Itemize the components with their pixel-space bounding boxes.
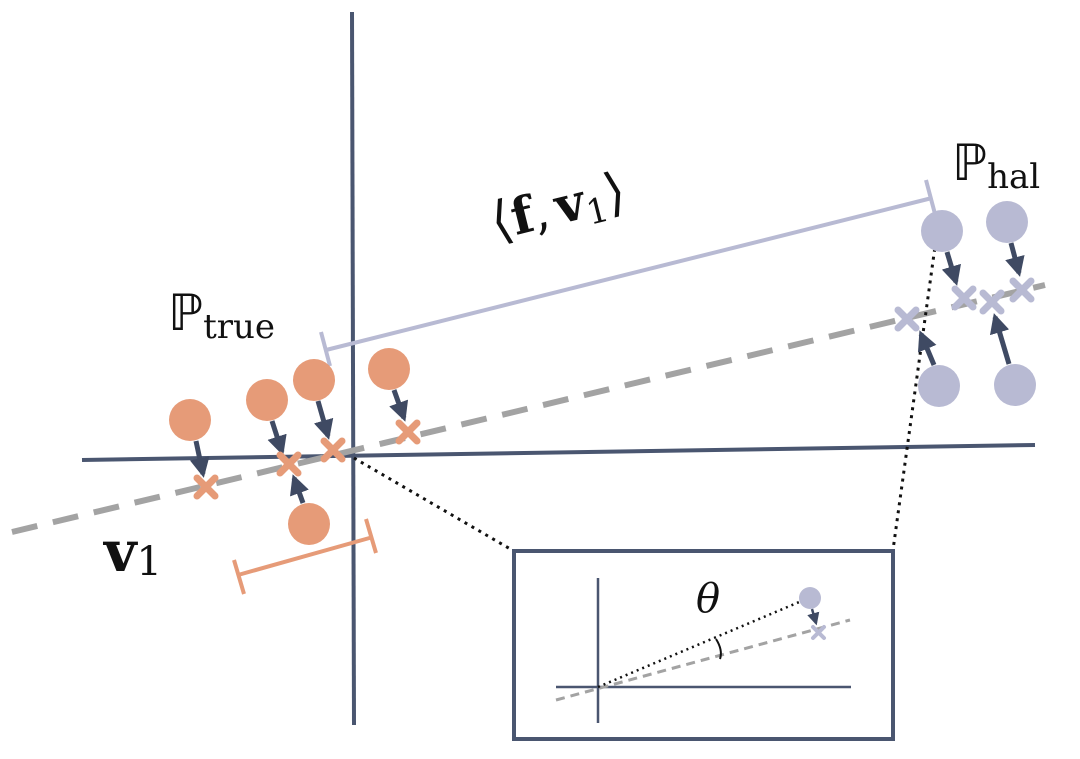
true-sample-point [169, 399, 211, 441]
p-true-label: ℙtrue [168, 284, 275, 347]
true-sample-point [288, 503, 330, 545]
projection-arrow [389, 389, 409, 422]
true-projected-point [395, 419, 421, 445]
inset-hal-point [799, 587, 821, 609]
inset-projection-arrow [807, 608, 820, 626]
zoom-line-left [353, 456, 513, 552]
v1-label: v1 [102, 519, 162, 585]
v1-direction-line [11, 282, 1046, 535]
angle-arc [715, 638, 722, 660]
projection-arrow [267, 420, 287, 456]
true-projected-point [276, 451, 302, 477]
hal-sample-point [918, 365, 960, 407]
projection-arrow [917, 330, 937, 366]
angle-inset: θ [512, 549, 895, 741]
inset-border [512, 549, 895, 741]
inset-v1-direction [555, 618, 851, 702]
hal-projected-point [979, 289, 1005, 315]
projection-magnitude-bar [319, 179, 937, 367]
hal-projected-point [894, 306, 920, 332]
projection-arrow [290, 474, 309, 504]
p-hal-label: ℙhal [952, 134, 1040, 197]
hal-sample-point [994, 364, 1036, 406]
true-points-group [169, 348, 421, 545]
horizontal-axis [81, 443, 1036, 462]
hal-projected-point [1009, 277, 1035, 303]
projection-arrow [189, 440, 210, 478]
hal-sample-point [921, 210, 963, 252]
theta-label: θ [696, 576, 720, 622]
hal-points-group [894, 201, 1036, 407]
true-spread-bar [232, 518, 378, 595]
inset-projected-point [811, 625, 826, 640]
hal-projected-point [951, 285, 977, 311]
inset-feature-ray [597, 598, 805, 689]
projection-arrow [313, 400, 334, 440]
true-projected-point [320, 437, 346, 463]
true-projected-point [193, 474, 219, 500]
projection-arrow [941, 251, 961, 286]
true-sample-point [246, 379, 288, 421]
projection-arrow [989, 313, 1012, 365]
true-sample-point [293, 359, 335, 401]
zoom-line-right [891, 224, 940, 551]
vertical-axis [350, 11, 356, 726]
true-sample-point [368, 348, 410, 390]
projection-label: ⟨f,v1⟩ [485, 161, 633, 256]
hal-sample-point [986, 201, 1028, 243]
projection-arrow [1005, 242, 1025, 277]
